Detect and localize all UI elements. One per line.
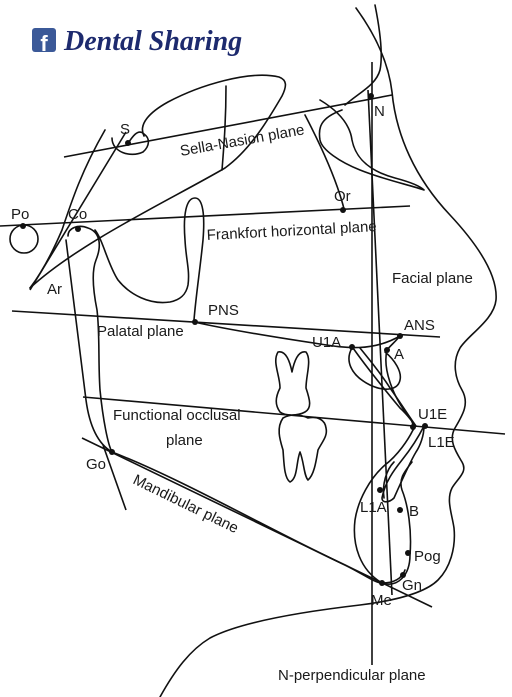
landmark-dot-a xyxy=(384,347,390,353)
nasal-bone xyxy=(344,4,382,106)
label-palatal-plane: Palatal plane xyxy=(97,323,184,340)
lower-incisor-root xyxy=(382,461,395,499)
frontal-bone xyxy=(318,99,425,191)
label-n-perpendicular-plane: N-perpendicular plane xyxy=(278,667,426,684)
landmark-dot-po xyxy=(20,223,26,229)
landmark-dot-me xyxy=(379,580,385,586)
landmark-dot-or xyxy=(340,207,346,213)
landmark-dot-s xyxy=(125,140,131,146)
landmark-dot-u1e xyxy=(410,424,416,430)
label-l1a: L1A xyxy=(360,499,387,516)
label-po: Po xyxy=(11,206,29,223)
facebook-icon xyxy=(32,28,56,52)
mandibular-condyle xyxy=(67,225,113,453)
landmark-dot-co xyxy=(75,226,81,232)
lower-incisor xyxy=(381,425,425,503)
palatal-line xyxy=(11,310,441,338)
label-l1e: L1E xyxy=(428,434,455,451)
gonial-line xyxy=(102,444,127,511)
label-n: N xyxy=(374,103,385,120)
label-functional-occlusal-1: Functional occlusal xyxy=(113,407,241,424)
landmark-dot-b xyxy=(397,507,403,513)
clivus-line xyxy=(221,85,227,171)
landmark-dot-l1e xyxy=(422,423,428,429)
brand-name: Dental Sharing xyxy=(63,26,242,57)
landmark-dot-ans xyxy=(397,333,403,339)
landmark-dot-pns xyxy=(192,319,198,325)
landmark-dot-pog xyxy=(405,550,411,556)
landmark-dot-go xyxy=(109,449,115,455)
upper-incisor xyxy=(352,347,417,427)
landmark-dot-n xyxy=(368,93,374,99)
label-u1e: U1E xyxy=(418,406,447,423)
label-go: Go xyxy=(86,456,106,473)
label-me: Me xyxy=(371,592,392,609)
sella-turcica xyxy=(111,131,150,156)
label-or: Or xyxy=(334,188,351,205)
upper-molar xyxy=(274,351,311,416)
mandibular-line xyxy=(81,437,433,608)
brand-logo: f Dental Sharing xyxy=(32,26,242,57)
label-a: A xyxy=(394,346,404,363)
facebook-glyph: f xyxy=(40,31,48,56)
soft-tissue-profile xyxy=(159,7,497,697)
hard-palate xyxy=(193,321,401,349)
label-functional-occlusal-2: plane xyxy=(166,432,203,449)
label-co: Co xyxy=(68,206,87,223)
label-pog: Pog xyxy=(414,548,441,565)
label-ar: Ar xyxy=(47,281,62,298)
facial-line xyxy=(367,89,393,596)
posterior-cranial-outline xyxy=(29,74,287,289)
landmark-dot-u1a xyxy=(349,344,355,350)
landmark-dot-l1a xyxy=(377,487,383,493)
label-pns: PNS xyxy=(208,302,239,319)
mandible-lower-border xyxy=(111,451,406,584)
lower-molar xyxy=(278,414,328,483)
ramus-tangent-line xyxy=(29,131,127,291)
functional-occlusal-line xyxy=(82,396,506,435)
label-ans: ANS xyxy=(404,317,435,334)
label-b: B xyxy=(409,503,419,520)
sella-nasion-line xyxy=(63,94,393,158)
label-u1a: U1A xyxy=(312,334,341,351)
posterior-ramus xyxy=(65,239,113,453)
label-s: S xyxy=(120,121,130,138)
label-gn: Gn xyxy=(402,577,422,594)
label-sella-nasion-plane: Sella-Nasion plane xyxy=(179,121,306,160)
landmark-dot-gn xyxy=(400,572,406,578)
pterygomaxillary-fissure xyxy=(94,197,205,321)
label-facial-plane: Facial plane xyxy=(392,270,473,287)
label-frankfort-plane: Frankfort horizontal plane xyxy=(206,218,377,244)
porion-circle xyxy=(9,224,39,254)
